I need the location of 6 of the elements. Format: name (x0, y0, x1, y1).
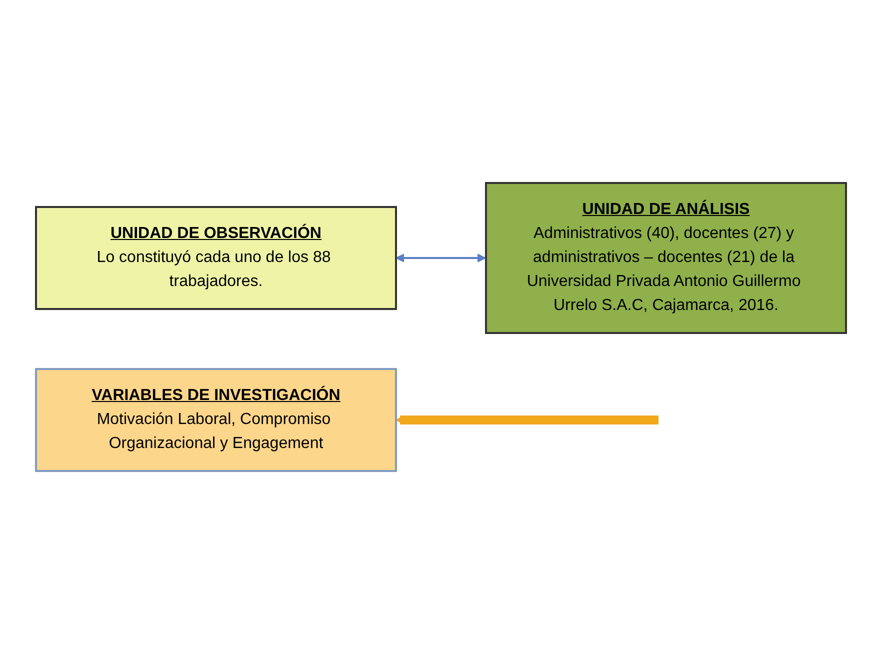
arrow (396, 416, 658, 424)
node-box (35, 206, 397, 310)
node-box (35, 368, 397, 472)
diagram: VARIABLES DE INVESTIGACIÓN Motivación Laboral, Compromiso Organizacional y Engagement UNIDAD DE ANÁLISIS Administrativos (40), docentes (27) y administrativos – docentes (21) de la Universidad Privada Antonio Guillermo Urrelo S.A.C, Cajamarca, 2016. UNIDAD DE OBSERVACIÓN Lo constituyó cada uno de los 88 trabajadores. (28, 175, 854, 479)
node-box (485, 182, 847, 334)
arrow (396, 254, 486, 262)
